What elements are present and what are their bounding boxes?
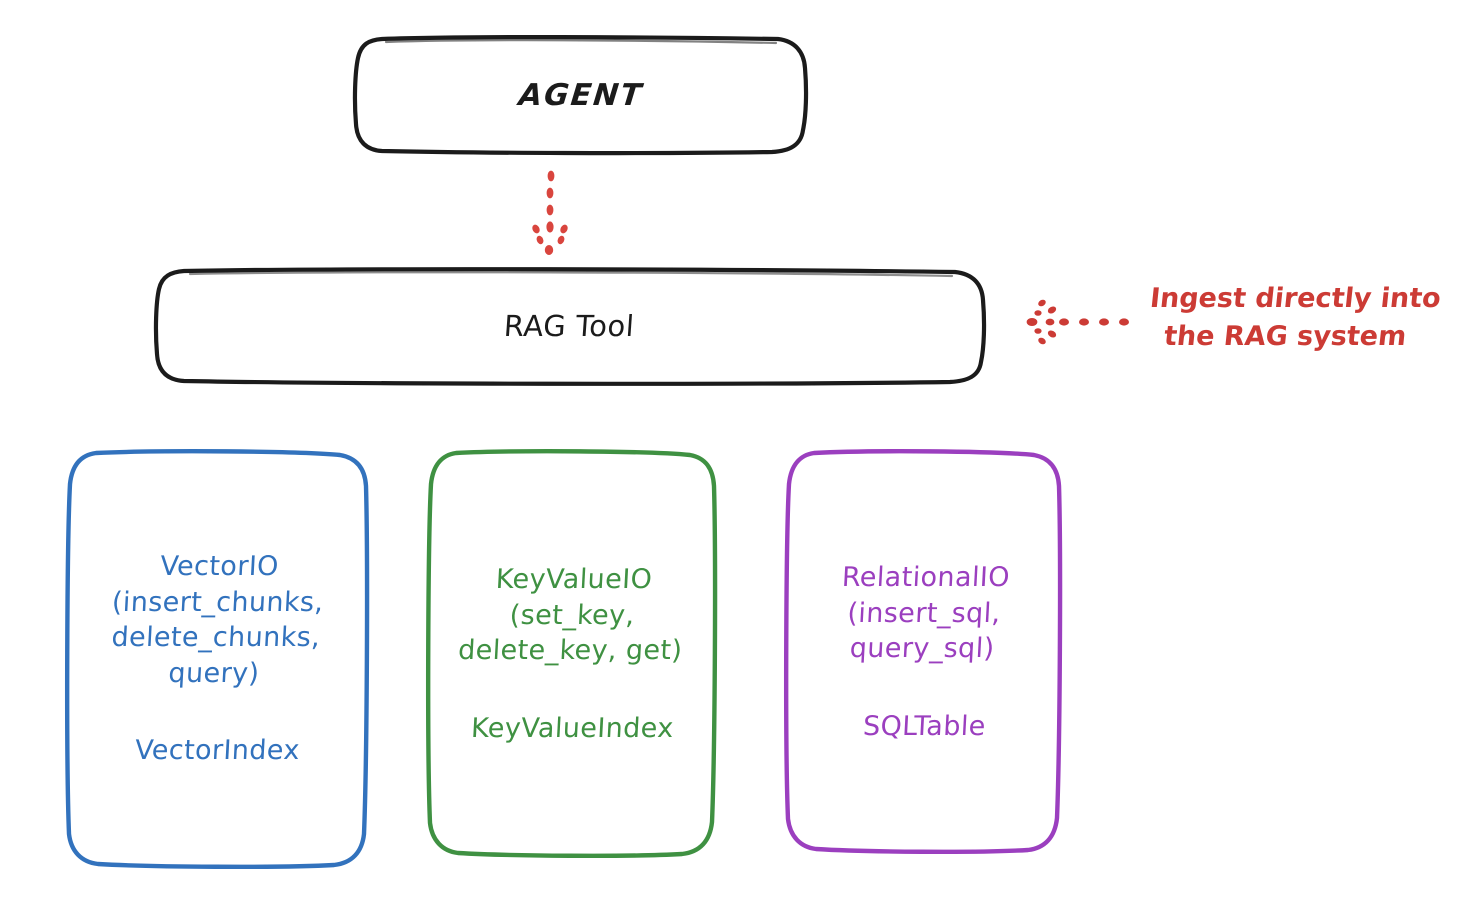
key-value-io-node[interactable]: KeyValueIO (set_key, delete_key, get) Ke… xyxy=(430,452,714,856)
relational-io-node[interactable]: RelationalIO (insert_sql, query_sql) SQL… xyxy=(788,452,1060,852)
vector-io-node[interactable]: VectorIO (insert_chunks, delete_chunks, … xyxy=(68,452,366,866)
key-value-io-box-outline[interactable] xyxy=(425,449,718,859)
ingest-annotation-line-1: Ingest directly into xyxy=(1148,283,1443,314)
relational-io-box-outline[interactable] xyxy=(783,449,1063,855)
relational-io-methods: RelationalIO (insert_sql, query_sql) xyxy=(837,560,1011,667)
vector-io-line-4: query) xyxy=(167,657,261,689)
key-value-io-line-1: KeyValueIO xyxy=(494,563,653,595)
vector-index-label: VectorIndex xyxy=(133,735,301,767)
vector-io-methods: VectorIO (insert_chunks, delete_chunks, … xyxy=(108,549,327,692)
ingest-annotation-line-2: the RAG system xyxy=(1162,321,1408,353)
relational-io-line-2: (insert_sql, xyxy=(846,597,1002,629)
relational-io-line-1: RelationalIO xyxy=(841,561,1011,593)
vector-io-box-outline[interactable] xyxy=(64,449,370,870)
key-value-io-line-3: delete_key, get) xyxy=(457,635,684,666)
ingest-annotation: Ingest directly into the RAG system xyxy=(1144,280,1472,357)
ingest-to-rag-tool-connector xyxy=(1026,299,1129,345)
vector-io-line-3: delete_chunks, xyxy=(110,622,322,654)
key-value-io-line-2: (set_key, xyxy=(508,599,636,631)
sql-table-label: SQLTable xyxy=(861,710,987,742)
vector-io-line-1: VectorIO xyxy=(159,550,280,582)
relational-io-line-3: query_sql) xyxy=(848,633,996,664)
rag-tool-node[interactable]: RAG Tool xyxy=(156,270,983,382)
agent-box-outline[interactable] xyxy=(352,35,809,156)
agent-to-rag-tool-connector xyxy=(532,170,568,255)
rag-tool-box-outline[interactable] xyxy=(153,267,987,386)
agent-label: AGENT xyxy=(516,77,645,113)
agent-node[interactable]: AGENT xyxy=(356,38,805,152)
key-value-io-methods: KeyValueIO (set_key, delete_key, get) xyxy=(457,562,687,669)
key-value-index-label: KeyValueIndex xyxy=(469,712,675,744)
rag-tool-label: RAG Tool xyxy=(503,309,636,343)
vector-io-line-2: (insert_chunks, xyxy=(111,586,325,618)
